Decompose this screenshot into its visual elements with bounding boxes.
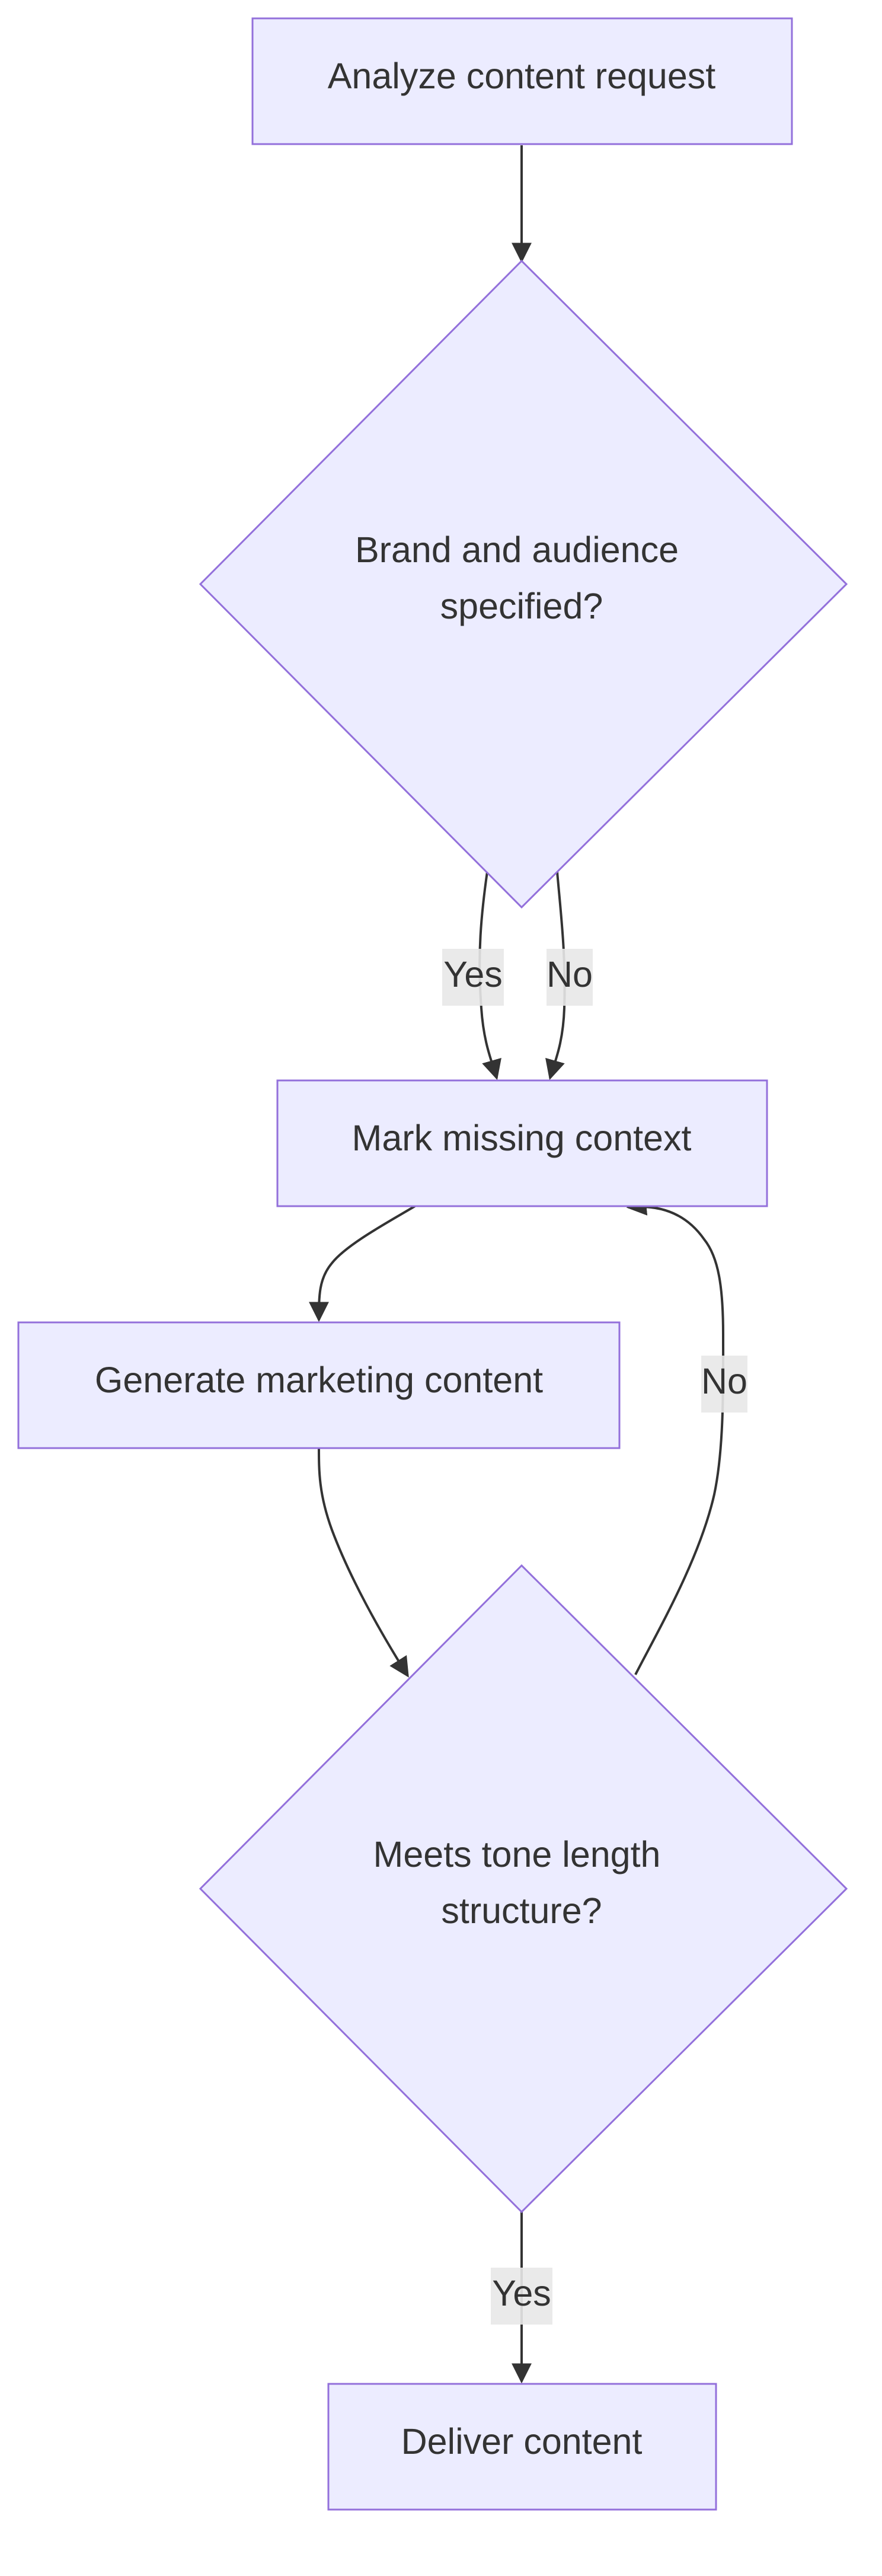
node-label: Deliver content [401, 2421, 643, 2462]
edge-label-text: Yes [492, 2273, 551, 2313]
node-label-line-2: structure? [441, 1890, 602, 1931]
edge-label-no-tone: No [701, 1356, 747, 1413]
edge-tone-no [626, 1195, 725, 1675]
node-label: Mark missing context [352, 1118, 692, 1158]
node-label: Generate marketing content [95, 1360, 543, 1400]
node-generate-marketing-content: Generate marketing content [17, 1321, 621, 1449]
node-deliver-content: Deliver content [327, 2383, 717, 2511]
edge-label-no-brand: No [547, 949, 593, 1006]
node-label-line-1: Meets tone length [373, 1834, 661, 1874]
node-label-line-2: specified? [440, 586, 603, 626]
node-tone-length-decision: Meets tone length structure? [199, 1564, 848, 2214]
edge-label-yes-tone: Yes [491, 2268, 552, 2325]
edge-mark-to-generate [309, 1205, 416, 1322]
edge-label-text: Yes [443, 954, 503, 994]
node-mark-missing-context: Mark missing context [276, 1079, 768, 1207]
edge-label-text: No [701, 1361, 747, 1401]
node-label: Analyze content request [328, 56, 716, 96]
node-label-line-1: Brand and audience [355, 530, 679, 570]
edge-label-yes-brand: Yes [442, 949, 504, 1006]
node-brand-audience-decision: Brand and audience specified? [199, 259, 848, 909]
edge-generate-to-tone [318, 1448, 409, 1678]
edge-label-text: No [547, 954, 593, 994]
node-analyze-content-request: Analyze content request [251, 17, 793, 145]
